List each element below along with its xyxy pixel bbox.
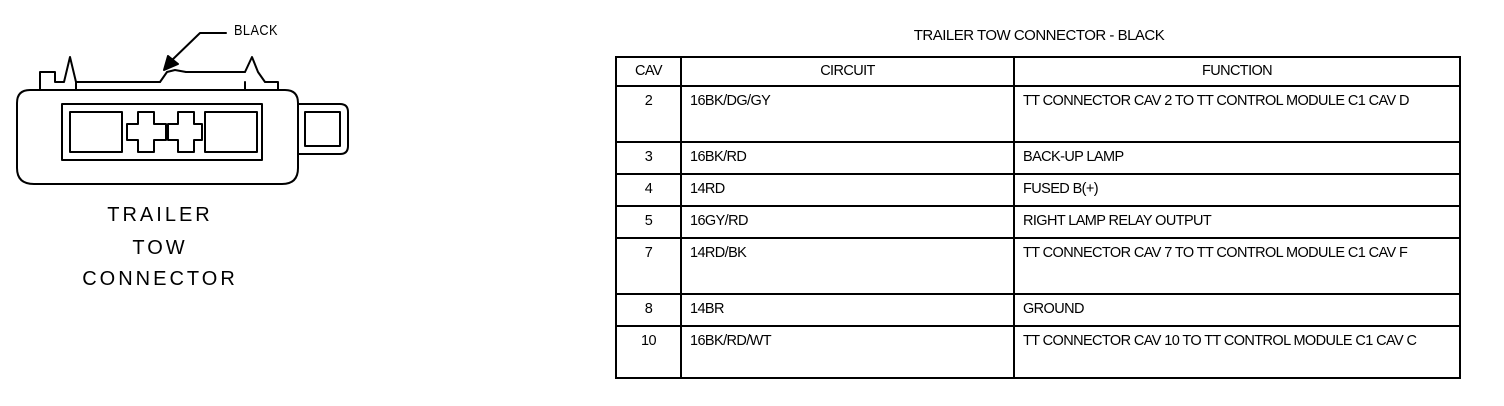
callout-label: BLACK [234, 22, 278, 39]
function-cell: FUSED B(+) [1013, 173, 1461, 207]
cav-cell: 5 [615, 205, 682, 239]
circuit-cell: 16BK/RD/WT [680, 325, 1015, 379]
caption-line-3: CONNECTOR [82, 268, 238, 290]
table-row: 7 14RD/BK TT CONNECTOR CAV 7 TO TT CONTR… [615, 237, 1461, 295]
cavity-left [69, 111, 123, 153]
cavity-plus-left [126, 111, 167, 153]
header-function: FUNCTION [1013, 56, 1461, 87]
cavity-right [204, 111, 258, 153]
circuit-cell: 16GY/RD [680, 205, 1015, 239]
function-cell: TT CONNECTOR CAV 10 TO TT CONTROL MODULE… [1013, 325, 1461, 379]
connector-drawing [16, 32, 349, 185]
connector-top-ridge [39, 56, 279, 91]
circuit-cell: 14RD/BK [680, 237, 1015, 295]
cav-cell: 10 [615, 325, 682, 379]
connector-latch [297, 103, 349, 155]
table-header-row: CAV CIRCUIT FUNCTION [615, 56, 1461, 87]
table-row: 2 16BK/DG/GY TT CONNECTOR CAV 2 TO TT CO… [615, 85, 1461, 143]
caption-line-1: TRAILER [107, 204, 213, 226]
connector-face [61, 103, 263, 161]
table-title: TRAILER TOW CONNECTOR - BLACK [913, 27, 1165, 44]
table-row: 5 16GY/RD RIGHT LAMP RELAY OUTPUT [615, 205, 1461, 239]
cavity-plus-right [167, 111, 203, 153]
cav-cell: 8 [615, 293, 682, 327]
cav-cell: 4 [615, 173, 682, 207]
circuit-cell: 16BK/RD [680, 141, 1015, 175]
function-cell: TT CONNECTOR CAV 7 TO TT CONTROL MODULE … [1013, 237, 1461, 295]
pinout-table: CAV CIRCUIT FUNCTION 2 16BK/DG/GY TT CON… [615, 56, 1461, 379]
callout-leader [169, 32, 227, 63]
cav-cell: 3 [615, 141, 682, 175]
function-cell: GROUND [1013, 293, 1461, 327]
table-row: 3 16BK/RD BACK-UP LAMP [615, 141, 1461, 175]
table-row: 8 14BR GROUND [615, 293, 1461, 327]
header-cav: CAV [615, 56, 682, 87]
header-circuit: CIRCUIT [680, 56, 1015, 87]
cav-cell: 7 [615, 237, 682, 295]
function-cell: BACK-UP LAMP [1013, 141, 1461, 175]
circuit-cell: 14RD [680, 173, 1015, 207]
callout-arrowhead [163, 55, 179, 71]
cav-cell: 2 [615, 85, 682, 143]
caption-line-2: TOW [132, 237, 188, 259]
circuit-cell: 16BK/DG/GY [680, 85, 1015, 143]
table-row: 4 14RD FUSED B(+) [615, 173, 1461, 207]
connector-latch-window [304, 111, 341, 147]
table-row: 10 16BK/RD/WT TT CONNECTOR CAV 10 TO TT … [615, 325, 1461, 379]
function-cell: TT CONNECTOR CAV 2 TO TT CONTROL MODULE … [1013, 85, 1461, 143]
connector-housing [16, 89, 299, 185]
function-cell: RIGHT LAMP RELAY OUTPUT [1013, 205, 1461, 239]
circuit-cell: 14BR [680, 293, 1015, 327]
connector-figure: BLACK TRAILER TOW CONNECTOR [0, 0, 380, 406]
